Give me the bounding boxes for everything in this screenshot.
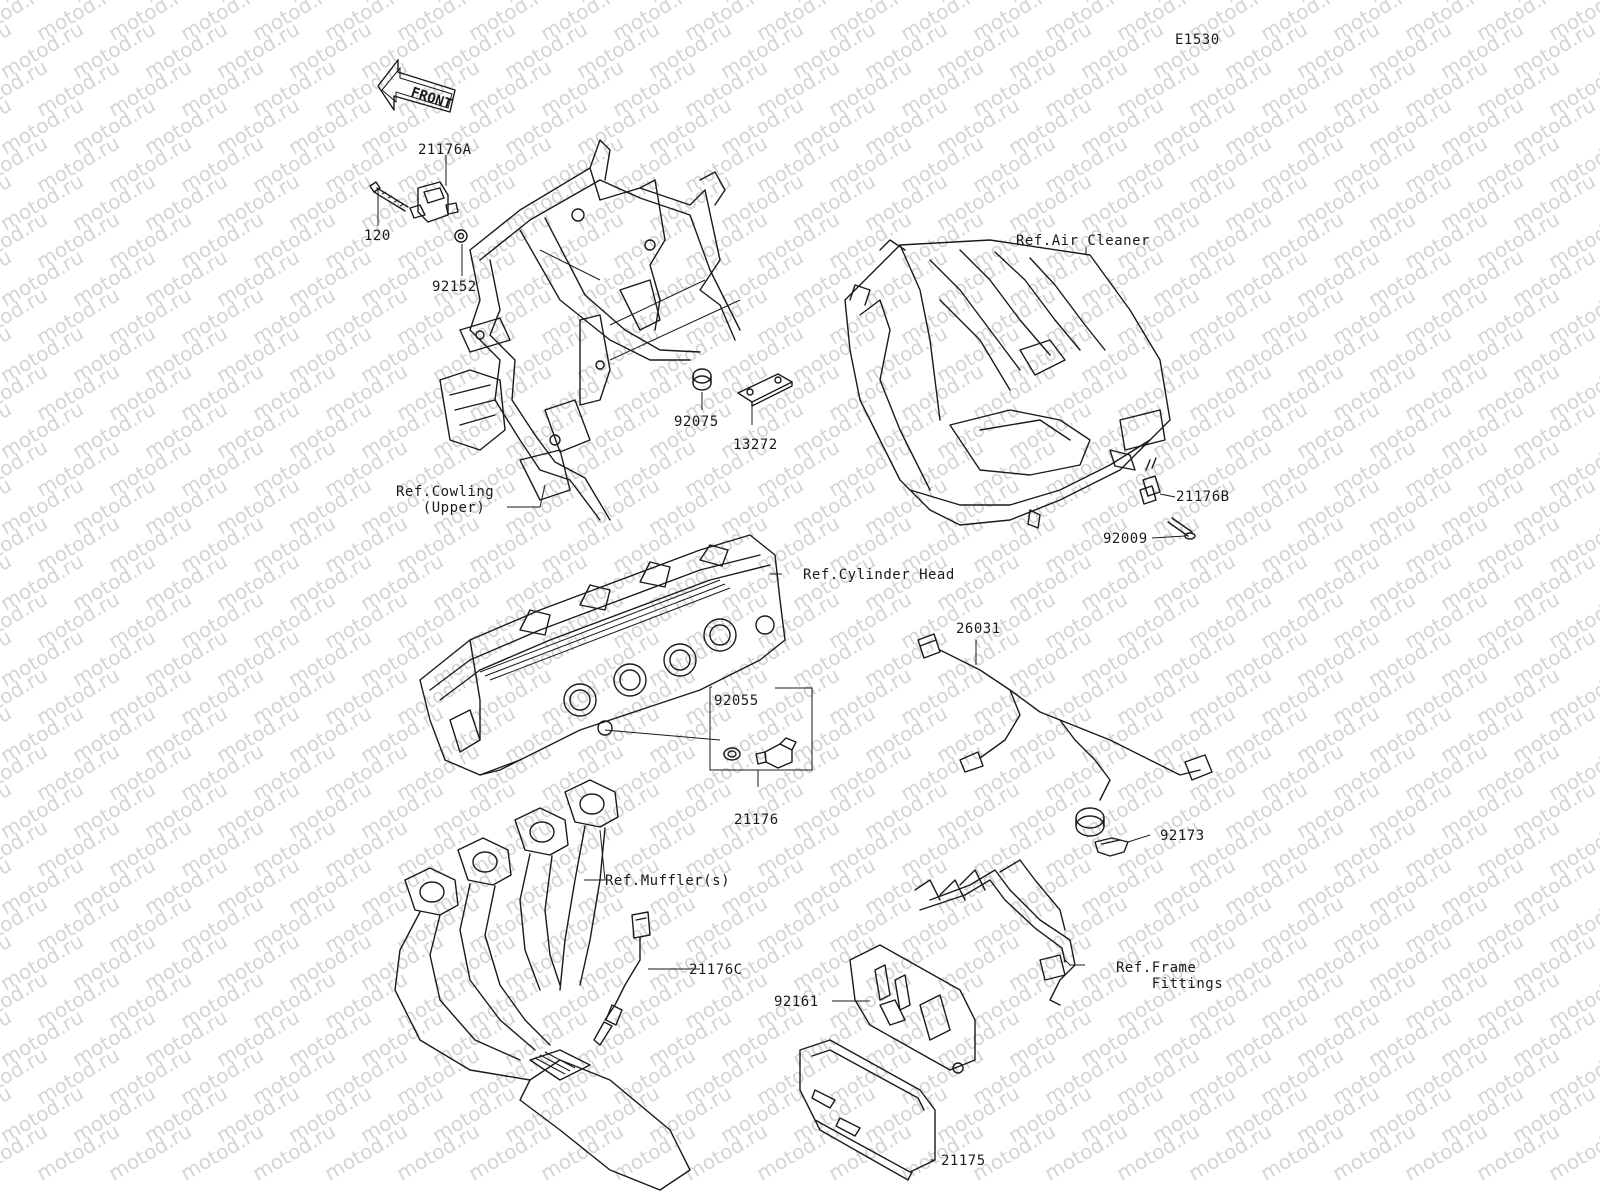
nut-92152 [454,229,468,243]
harness-26031 [917,633,1213,837]
callout-box-92055-21176 [709,686,813,771]
sensor-21176 [755,737,797,769]
label-21175: 21175 [941,1153,986,1169]
label-92075: 92075 [674,414,719,430]
cylinder-head [419,534,786,776]
leader-lines [377,155,1186,1161]
label-ref-cowling-upper: Ref.Cowling (Upper) [396,484,495,516]
label-21176B: 21176B [1176,489,1230,505]
label-26031: 26031 [956,621,1001,637]
pad-92161 [849,944,976,1074]
label-21176A: 21176A [418,142,472,158]
front-arrow-icon: FRONT [377,59,456,113]
label-ref-cylinder-head: Ref.Cylinder Head [803,567,955,583]
exhaust-header [394,779,691,1191]
cowling-stay-frame [439,139,741,521]
label-92152: 92152 [432,279,477,295]
washer-92055 [723,747,741,761]
sensor-21176C [593,911,651,1046]
plate-13272 [737,373,793,407]
label-92173: 92173 [1160,828,1205,844]
clamp-92173 [1094,837,1129,857]
grommet-92075 [692,368,712,391]
label-ref-air-cleaner: Ref.Air Cleaner [1016,233,1150,249]
label-92161: 92161 [774,994,819,1010]
label-21176: 21176 [734,812,779,828]
sensor-21176A [409,181,459,223]
label-ref-frame-fittings: Ref.Frame Fittings [1116,960,1224,992]
frame-fittings-bracket [914,859,1076,1006]
bolt-120 [369,181,409,212]
label-21176C: 21176C [689,962,743,978]
diagram-code: E1530 [1175,32,1220,48]
label-92009: 92009 [1103,531,1148,547]
label-92055: 92055 [714,693,759,709]
ecu-21175 [799,1039,936,1181]
air-cleaner-box [844,239,1171,529]
label-ref-mufflers: Ref.Muffler(s) [605,873,731,889]
label-120: 120 [364,228,391,244]
sensor-21176B [1139,457,1161,505]
label-13272: 13272 [733,437,778,453]
screw-92009 [1167,517,1196,540]
front-arrow-label: FRONT [409,85,454,113]
